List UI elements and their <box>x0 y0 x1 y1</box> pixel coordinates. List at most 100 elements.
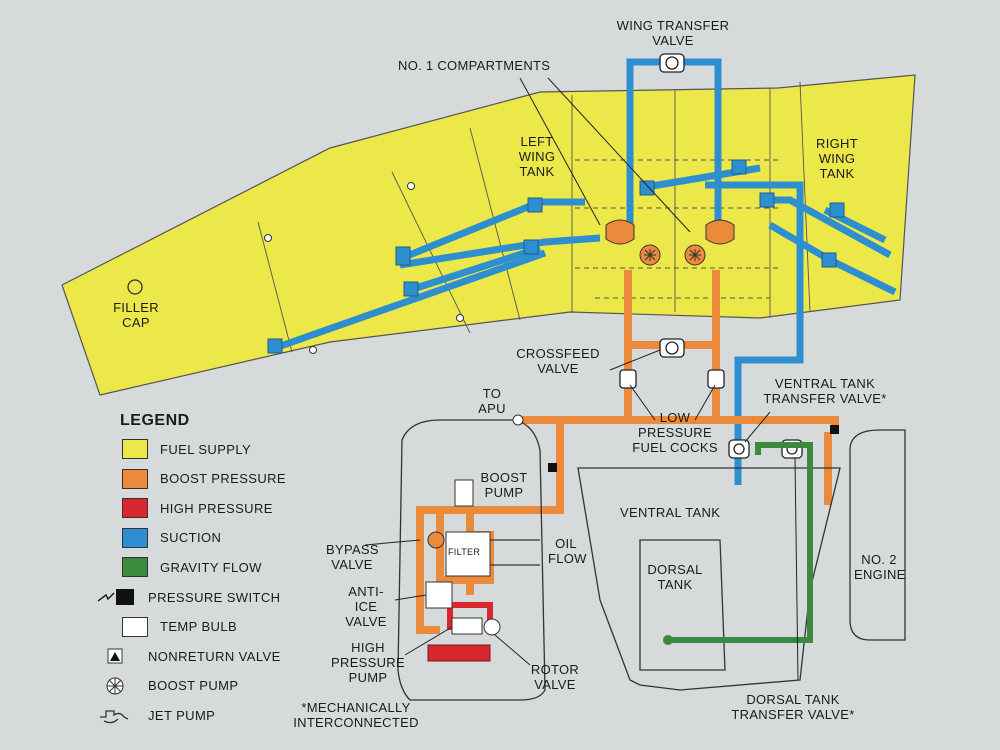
dorsal-tank-transfer-valve-label: DORSAL TANK TRANSFER VALVE* <box>720 692 866 722</box>
right-wing-tank-line-2: WING <box>818 151 856 166</box>
dorsal-tank-label: DORSAL TANK <box>645 562 705 592</box>
left-wing-tank-line-2: WING <box>518 149 556 164</box>
lp-fuel-cocks-line-2: PRESSURE <box>638 425 712 440</box>
left-wing-tank-label: LEFT WING TANK <box>512 134 562 179</box>
left-wing-tank-line-3: TANK <box>519 164 555 179</box>
pressure-switch-apu <box>548 463 557 472</box>
left-wing-tank-line-1: LEFT <box>520 134 554 149</box>
leader-lines <box>364 77 799 681</box>
rotor-valve-line-2: VALVE <box>534 677 576 692</box>
lp-fuel-cocks-line-1: LOW <box>659 410 691 425</box>
vent-circles <box>264 182 464 354</box>
hp-pump-line-2: PRESSURE <box>331 655 405 670</box>
gravity-flow-line <box>668 442 813 643</box>
dorsal-tank-outline <box>639 539 726 671</box>
boost-pump-icon <box>96 676 136 696</box>
suction-fittings <box>267 159 845 354</box>
legend-item-pressure-switch: PRESSURE SWITCH <box>96 586 280 608</box>
engine-outline <box>849 429 906 641</box>
rotor-valve-circle <box>483 618 501 636</box>
legend-item-label: SUCTION <box>160 530 222 546</box>
ventral-tank-outline <box>577 467 841 691</box>
to-apu-line-1: TO <box>482 386 502 401</box>
legend-item-label: BOOST PUMP <box>148 678 239 694</box>
filler-cap-line-2: CAP <box>122 315 150 330</box>
mech-interconnected-line-1: *MECHANICALLY <box>301 700 411 715</box>
legend-item-label: JET PUMP <box>148 707 216 723</box>
legend-item-label: NONRETURN VALVE <box>148 648 281 664</box>
wing-transfer-valve-line-2: VALVE <box>652 33 694 48</box>
vt-transfer-line-1: VENTRAL TANK <box>774 376 876 391</box>
ventral-tank-transfer-valve-label: VENTRAL TANK TRANSFER VALVE* <box>755 376 895 406</box>
legend-item-boost-pressure: BOOST PRESSURE <box>96 468 286 490</box>
legend-swatch <box>122 468 148 489</box>
dorsal-tank-line-2: TANK <box>657 577 693 592</box>
high-pressure-line <box>447 602 493 630</box>
right-wing-tank-line-1: RIGHT <box>816 136 858 151</box>
oil-flow-line-1: OIL <box>555 536 577 551</box>
legend-item-label: PRESSURE SWITCH <box>148 589 281 605</box>
legend-item-nonreturn-valve: NONRETURN VALVE <box>96 645 281 667</box>
oil-flow-line <box>490 539 540 566</box>
legend-title: LEGEND <box>120 412 190 429</box>
wing-section-lines <box>257 81 811 353</box>
lp-fuel-cocks-line-3: FUEL COCKS <box>632 440 718 455</box>
bypass-valve-pump <box>427 531 445 549</box>
boost-pump-label: BOOST PUMP <box>476 470 532 500</box>
right-wing-tank-line-3: TANK <box>819 166 855 181</box>
jet-pump-icon <box>96 705 136 725</box>
oil-flow-label: OIL FLOW <box>548 536 587 566</box>
right-wing-tank-label: RIGHT WING TANK <box>810 136 864 181</box>
filler-cap-label: FILLER CAP <box>108 300 164 330</box>
no2-engine-line-2: ENGINE <box>854 567 906 582</box>
hp-pump-line-1: HIGH <box>351 640 385 655</box>
crossfeed-valve-line-2: VALVE <box>537 361 579 376</box>
apu-outlet <box>512 414 524 426</box>
legend-item-label: TEMP BULB <box>160 619 238 635</box>
legend-item-suction: SUCTION <box>96 527 221 549</box>
legend-item-boost-pump: BOOST PUMP <box>96 675 238 697</box>
pressure-switch-icon <box>96 587 136 607</box>
valve-symbols <box>619 53 803 459</box>
compartment-pumps <box>605 219 735 266</box>
gravity-outlet <box>663 635 673 645</box>
dt-transfer-line-1: DORSAL TANK <box>746 692 840 707</box>
bypass-valve-line-1: BYPASS <box>326 542 379 557</box>
dorsal-tank-line-1: DORSAL <box>647 562 703 577</box>
hp-pump-box <box>451 617 483 635</box>
filter-label: FILTER <box>448 547 481 557</box>
legend-item-gravity-flow: GRAVITY FLOW <box>96 556 262 578</box>
filler-cap-circle <box>127 279 143 295</box>
anti-ice-valve-box <box>425 581 453 609</box>
legend-swatch <box>122 527 148 548</box>
dt-transfer-line-2: TRANSFER VALVE* <box>731 707 855 722</box>
legend-swatch <box>122 616 148 637</box>
crossfeed-valve-label: CROSSFEED VALVE <box>510 346 606 376</box>
legend-item-temp-bulb: TEMP BULB <box>96 616 237 638</box>
to-apu-line-2: APU <box>478 401 506 416</box>
bypass-valve-label: BYPASS VALVE <box>326 542 379 572</box>
legend-swatch <box>122 557 148 578</box>
anti-ice-line-1: ANTI- <box>348 584 384 599</box>
legend-item-label: GRAVITY FLOW <box>160 559 262 575</box>
rotor-valve-line-1: ROTOR <box>530 662 580 677</box>
legend-item-fuel-supply: FUEL SUPPLY <box>96 438 251 460</box>
ventral-tank-label: VENTRAL TANK <box>620 505 721 520</box>
anti-ice-line-2: ICE <box>354 599 378 614</box>
mech-interconnected-line-2: INTERCONNECTED <box>293 715 419 730</box>
boost-pump-body <box>454 479 474 507</box>
oil-flow-line-2: FLOW <box>548 551 587 566</box>
filler-cap-line-1: FILLER <box>113 300 159 315</box>
crossfeed-valve-line-1: CROSSFEED <box>516 346 600 361</box>
mechanically-interconnected-label: *MECHANICALLY INTERCONNECTED <box>286 700 426 730</box>
legend-item-high-pressure: HIGH PRESSURE <box>96 497 273 519</box>
legend-swatch <box>122 498 148 519</box>
bypass-valve-line-2: VALVE <box>331 557 373 572</box>
legend-swatch <box>122 439 148 459</box>
boost-pump-line-1: BOOST <box>480 470 528 485</box>
hp-pump-line-3: PUMP <box>348 670 388 685</box>
legend-item-label: HIGH PRESSURE <box>160 500 273 516</box>
to-apu-label: TO APU <box>472 386 512 416</box>
no1-compartments-label: NO. 1 COMPARTMENTS <box>398 58 551 73</box>
